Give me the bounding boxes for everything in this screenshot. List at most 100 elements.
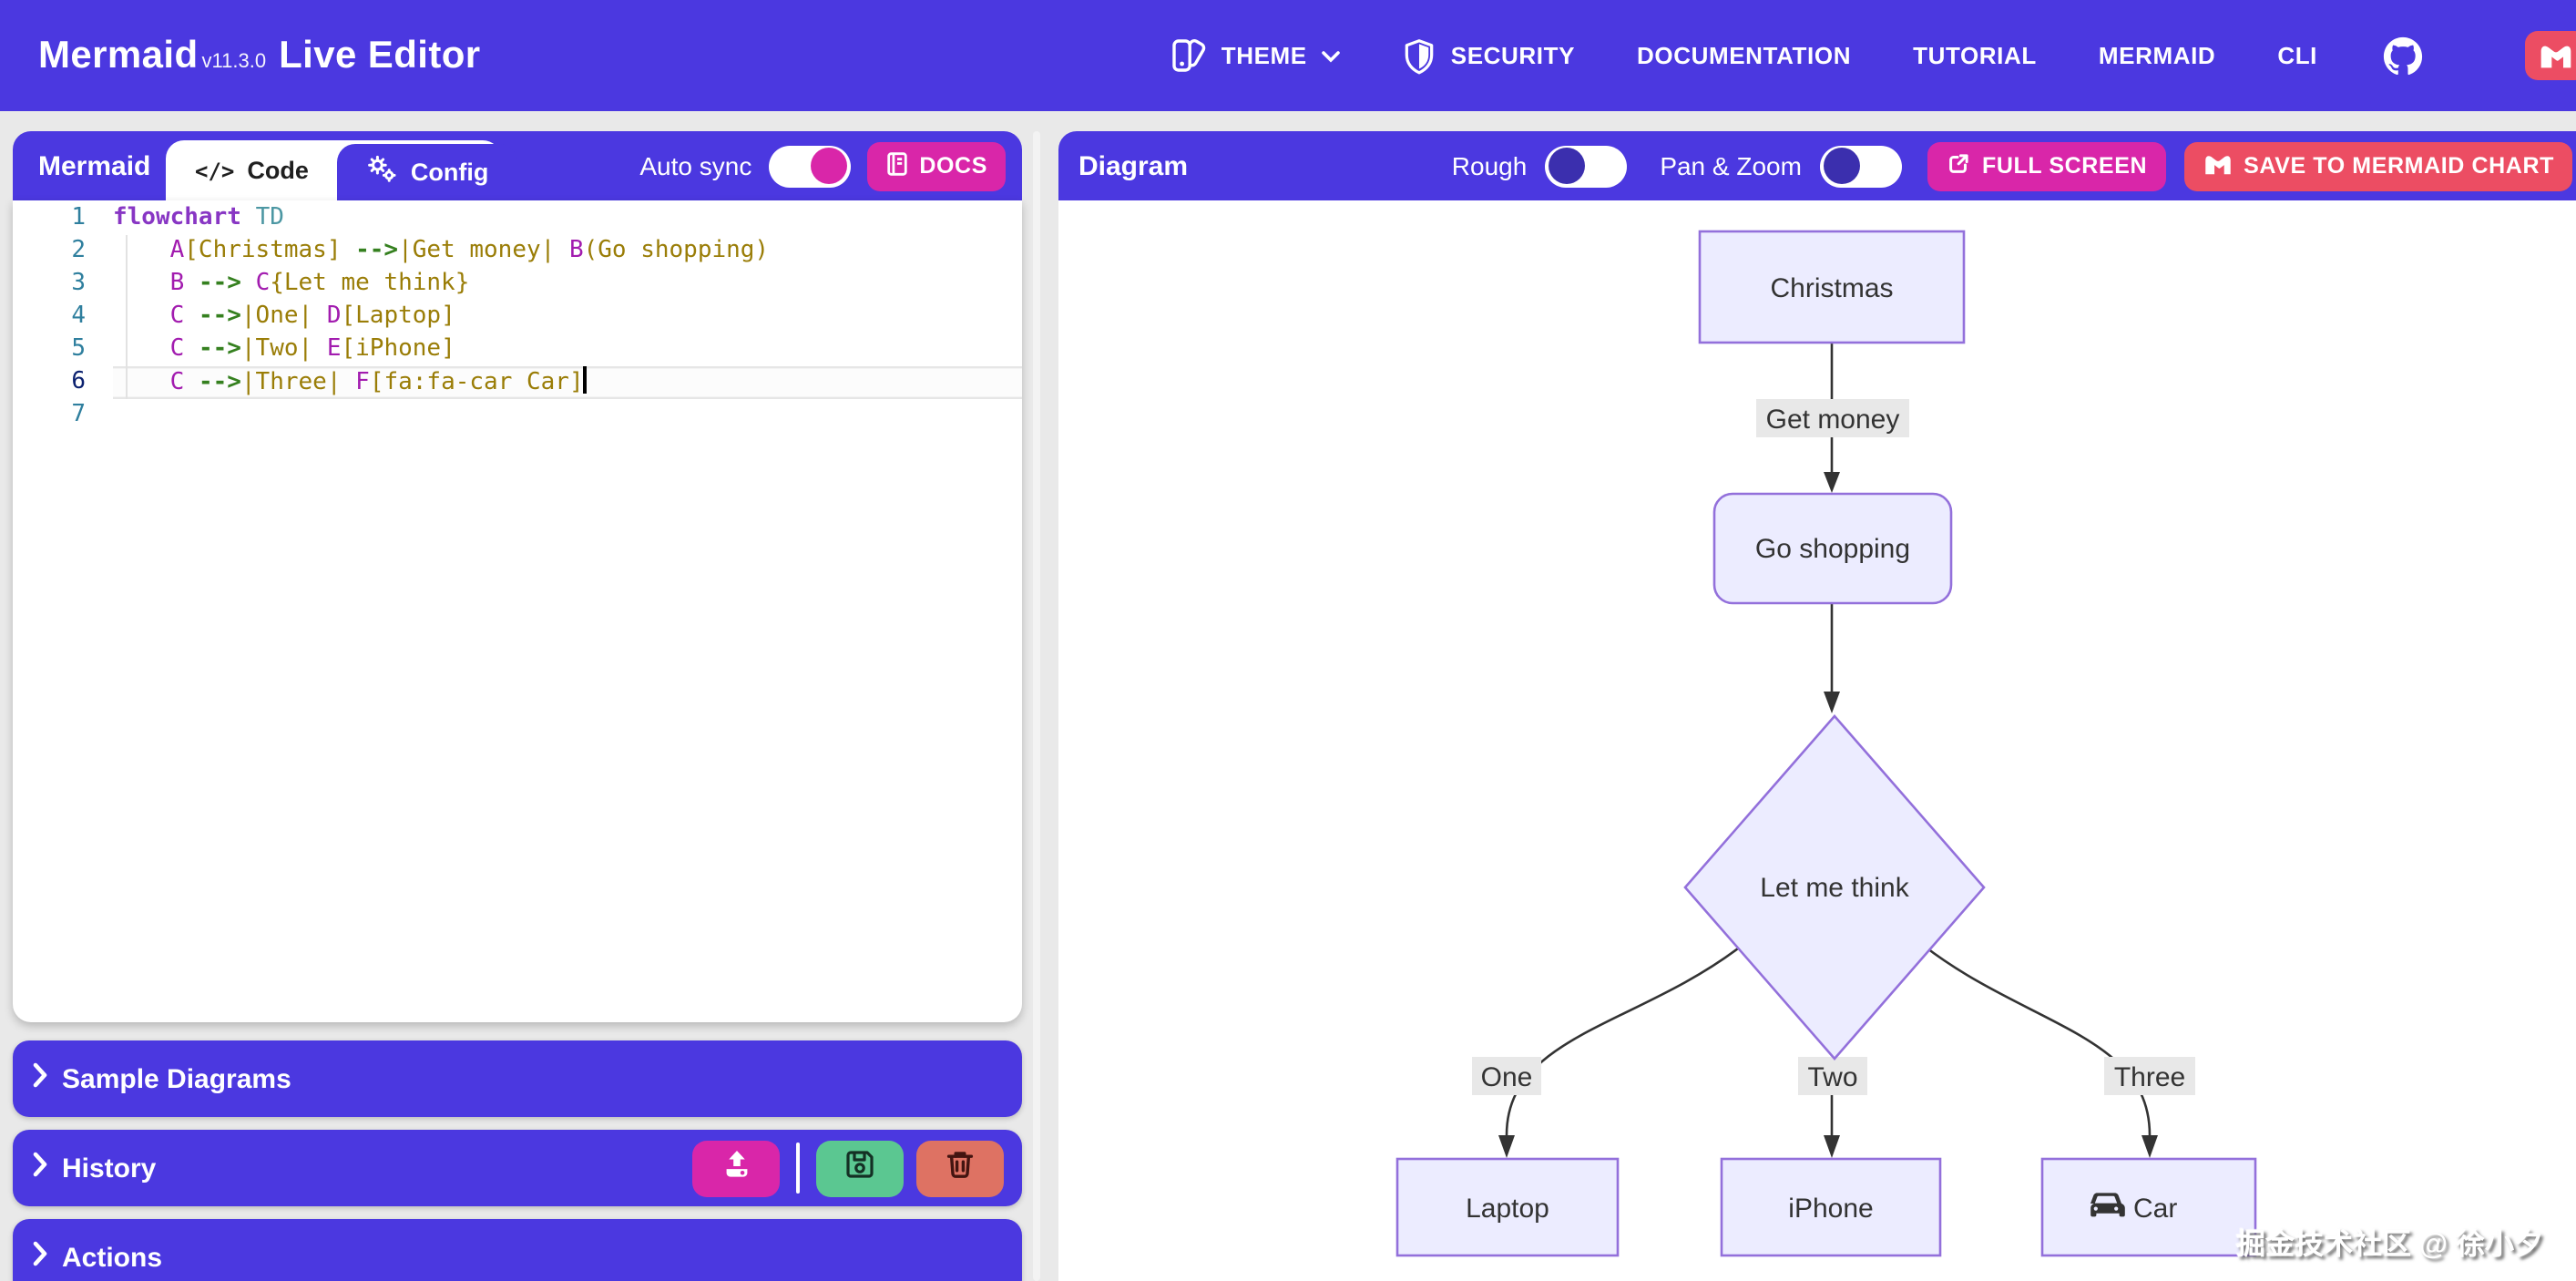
arrowhead [1824,1135,1840,1158]
upload-history-button[interactable] [692,1140,780,1196]
code-line[interactable]: 6 C -->|Three| F[fa:fa-car Car] [13,366,1022,399]
edge-label-one: One [1472,1057,1541,1095]
history-actions [692,1140,1004,1196]
edge-think-car [1923,944,2152,1136]
button-divider [796,1143,800,1194]
svg-text:Laptop: Laptop [1466,1194,1549,1224]
pan-zoom-toggle[interactable] [1819,145,1902,187]
autosync-toggle[interactable] [768,145,851,187]
svg-text:Car: Car [2133,1194,2177,1224]
diagram-panel-title: Diagram [1078,150,1189,181]
node-christmas: Christmas [1698,230,1966,344]
fullscreen-button[interactable]: FULL SCREEN [1927,141,2166,190]
editor-panel-title: Mermaid [38,150,151,181]
diagram-canvas: Get money One Two Three Christmas [1058,200,2576,1281]
code-line[interactable]: 3 B --> C{Let me think} [13,268,1022,301]
nav-item-security[interactable]: SECURITY [1404,37,1575,74]
section-sample-diagrams[interactable]: Sample Diagrams [13,1040,1022,1117]
svg-text:Christmas: Christmas [1770,273,1893,303]
line-number: 5 [71,335,86,363]
autosync-label: Auto sync [639,151,752,180]
code-line[interactable]: 4 C -->|One| D[Laptop] [13,301,1022,333]
watermark: 掘金技术社区 @ 徐小夕 [2236,1230,2543,1261]
section-actions[interactable]: Actions [13,1219,1022,1281]
line-content[interactable]: A[Christmas] -->|Get money| B(Go shoppin… [169,237,770,264]
nav-item-label: DOCUMENTATION [1637,42,1852,69]
edge-label-three: Three [2104,1057,2195,1095]
line-number: 3 [71,270,86,297]
delete-history-button[interactable] [916,1140,1004,1196]
brand-name: Mermaid [38,34,199,76]
arrowhead [1498,1135,1515,1158]
save-to-mermaid-chart-button[interactable]: SAVE TO MERMAID CHART [2183,141,2572,190]
save-button-label: SAVE TO MERMAID CHART [2244,153,2554,179]
line-content[interactable]: C -->|Three| F[fa:fa-car Car] [113,366,1022,399]
line-content[interactable] [113,399,1022,432]
brand-title[interactable]: Mermaid v11.3.0 Live Editor [38,34,481,77]
section-history[interactable]: History [13,1130,1022,1206]
edge-think-laptop [1505,944,1743,1136]
save-history-button[interactable] [816,1140,904,1196]
line-number: 1 [71,204,86,231]
code-line[interactable]: 7 [13,399,1022,432]
line-content[interactable]: C -->|One| D[Laptop] [169,302,455,330]
line-content[interactable]: flowchart TD [113,204,284,231]
editor-tabbar: </> Code Config [166,140,518,200]
nav-item-label: SECURITY [1450,42,1576,69]
theme-swatch-icon [1169,36,1207,75]
code-line[interactable]: 1 flowchart TD [13,202,1022,235]
nav-item-label: MERMAID [2098,42,2216,69]
rough-toggle[interactable] [1545,145,1628,187]
book-icon [884,150,908,181]
save-icon [843,1147,876,1189]
node-iphone: iPhone [1720,1157,1942,1257]
mermaid-chart-m-icon [2202,150,2233,181]
pan-zoom-label: Pan & Zoom [1660,151,1802,180]
svg-text:Let me think: Let me think [1760,873,1909,903]
code-lines: 1 flowchart TD 2 A[Christmas] -->|Get mone… [13,200,1022,432]
brand-version: v11.3.0 [201,50,267,72]
brand-suffix: Live Editor [279,34,481,76]
nav-item-tutorial[interactable]: TUTORIAL [1913,42,2037,69]
svg-text:Two: Two [1807,1062,1857,1092]
code-line[interactable]: 2 A[Christmas] -->|Get money| B(Go shopp… [13,235,1022,268]
toggle-knob [1823,148,1860,184]
line-content[interactable]: B --> C{Let me think} [169,270,470,297]
docs-button[interactable]: DOCS [866,141,1006,190]
editor-panel: Mermaid Auto sync DOCS [13,131,1022,1022]
panel-resizer[interactable] [1033,131,1040,1281]
toggle-knob [810,148,847,184]
svg-text:Go shopping: Go shopping [1755,534,1910,564]
car-icon [2090,1193,2125,1217]
node-let-me-think: Let me think [1683,714,1986,1061]
flowchart-svg: Get money One Two Three Christmas [1395,230,2257,1257]
nav-item-documentation[interactable]: DOCUMENTATION [1637,42,1851,69]
nav-items: THEME SECURITY DOCUMENTATION TUTORIAL [1169,31,2576,80]
nav-item-label: THEME [1221,42,1307,69]
nav-item-label: TUTORIAL [1913,42,2037,69]
section-label: Sample Diagrams [62,1063,291,1094]
external-link-icon [1946,150,1971,181]
diagram-controls: Rough Pan & Zoom FULL [1452,141,2572,190]
tab-config[interactable]: Config [337,144,518,200]
nav-item-theme[interactable]: THEME [1169,36,1342,75]
svg-text:Three: Three [2114,1062,2185,1092]
code-editor[interactable]: 1 flowchart TD 2 A[Christmas] -->|Get mone… [13,200,1022,1022]
shield-icon [1404,37,1436,74]
edge-label-two: Two [1798,1057,1867,1095]
code-line[interactable]: 5 C -->|Two| E[iPhone] [13,333,1022,366]
nav-item-mermaid[interactable]: MERMAID [2099,42,2215,69]
tab-code[interactable]: </> Code [166,140,338,200]
node-laptop: Laptop [1395,1157,1620,1257]
chevron-down-icon [1322,48,1342,63]
github-icon[interactable] [2383,36,2423,76]
line-content[interactable]: C -->|Two| E[iPhone] [169,335,455,363]
nav-item-cli[interactable]: CLI [2277,42,2317,69]
section-label: History [62,1153,157,1184]
mermaid-chart-logo[interactable] [2525,31,2576,80]
line-number: 2 [71,237,86,264]
nav-item-label: CLI [2277,42,2317,69]
diagram-panel-header: Diagram Rough Pan & Zoom [1058,131,2576,200]
chevron-right-icon [31,1060,49,1098]
